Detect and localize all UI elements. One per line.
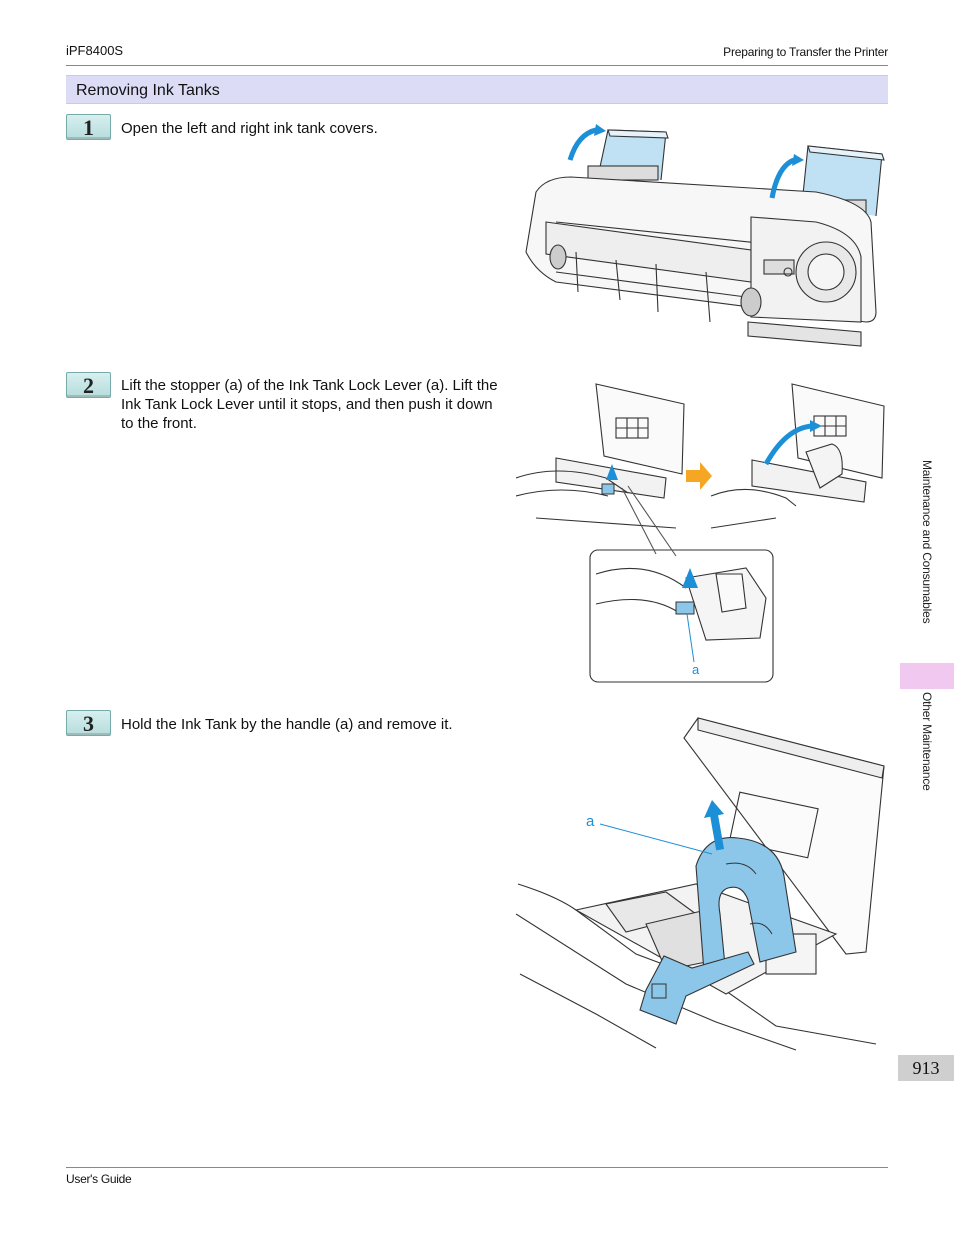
page-number-box: 913: [898, 1055, 954, 1081]
footer-guide-title: User's Guide: [66, 1172, 132, 1186]
side-tab-section[interactable]: Other Maintenance: [900, 692, 954, 832]
step-1-number: 1: [83, 115, 94, 140]
step-2-text: Lift the stopper (a) of the Ink Tank Loc…: [121, 377, 498, 432]
ink-tank-lock-lever-illustration: a: [516, 383, 885, 683]
footer-divider: [66, 1167, 888, 1168]
section-title: Removing Ink Tanks: [76, 82, 220, 99]
fig2-label-a: a: [692, 662, 700, 677]
header-model: iPF8400S: [66, 43, 124, 58]
step-2-badge: 2: [66, 372, 111, 398]
fig3-label-a: a: [586, 813, 595, 830]
header-chapter: Preparing to Transfer the Printer: [723, 45, 888, 59]
header-divider: [66, 65, 888, 66]
step-3-text: Hold the Ink Tank by the handle (a) and …: [121, 716, 453, 733]
page-number: 913: [912, 1058, 940, 1078]
side-tab-chapter-label: Maintenance and Consumables: [920, 460, 934, 624]
section-heading-bar: Removing Ink Tanks: [66, 75, 888, 104]
remove-ink-tank-illustration: a: [516, 717, 885, 1051]
printer-open-covers-illustration: [525, 124, 885, 347]
step-1-badge: 1: [66, 114, 111, 140]
step-2-number: 2: [83, 373, 94, 398]
step-3-number: 3: [83, 711, 94, 736]
side-tab-chapter[interactable]: Maintenance and Consumables: [900, 460, 954, 660]
side-tab-section-label: Other Maintenance: [920, 692, 934, 791]
step-1-text: Open the left and right ink tank covers.: [121, 120, 378, 137]
side-tab-current-marker: [900, 663, 954, 689]
step-3-badge: 3: [66, 710, 111, 736]
